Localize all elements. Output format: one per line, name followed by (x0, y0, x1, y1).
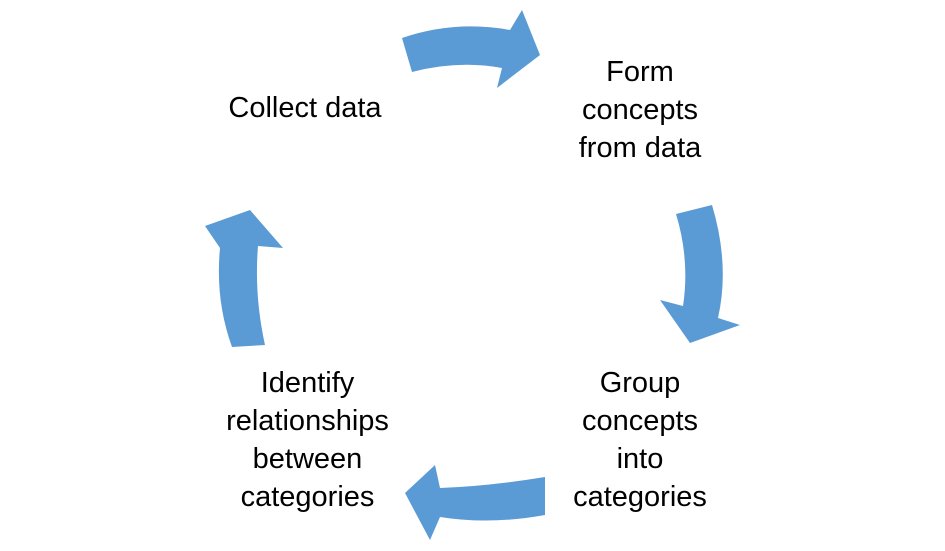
step-form-concepts: Form concepts from data (578, 56, 702, 164)
arrow-identify-to-collect (205, 210, 283, 347)
step-collect-data: Collect data (228, 92, 382, 124)
arrow-group-to-identify (405, 465, 545, 540)
step-identify-relationships: Identify relationships between categorie… (226, 367, 389, 513)
arrow-form-to-group (660, 205, 740, 343)
step-group-concepts: Group concepts into categories (573, 367, 707, 513)
arrow-collect-to-form (402, 10, 540, 88)
